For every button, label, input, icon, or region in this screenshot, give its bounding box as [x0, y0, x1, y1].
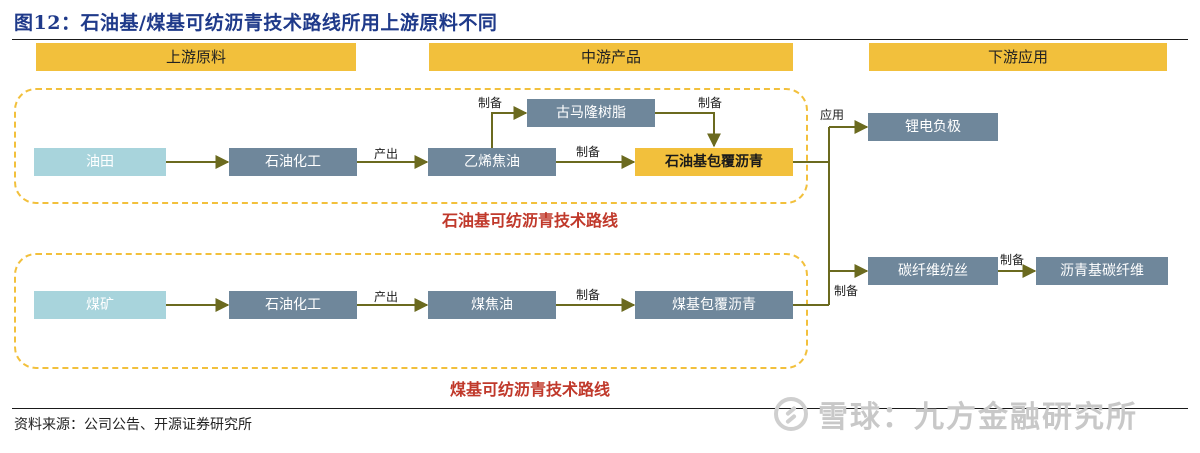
node-coal-tar: 煤焦油: [428, 291, 556, 319]
watermark: 雪球：九方金融研究所: [774, 392, 1138, 436]
node-petrochem-1: 石油化工: [229, 148, 357, 176]
header-upstream: 上游原料: [36, 43, 356, 71]
edge-coumarone-pitch: [655, 112, 721, 148]
label-prepare-2: 制备: [698, 96, 723, 110]
node-coal-coated-pitch: 煤基包覆沥青: [635, 291, 793, 319]
node-cf-spinning: 碳纤维纺丝: [868, 257, 998, 285]
edge-ethylene-coumarone: [491, 106, 528, 148]
label-prepare-5: 制备: [834, 284, 859, 298]
petroleum-route-frame: [14, 88, 808, 204]
route-label-coal: 煤基可纺沥青技术路线: [449, 380, 610, 399]
node-oilfield: 油田: [34, 148, 166, 176]
node-coal-mine: 煤矿: [34, 291, 166, 319]
label-apply: 应用: [820, 108, 845, 122]
label-produce-1: 产出: [374, 147, 399, 161]
label-prepare-4: 制备: [576, 288, 601, 302]
top-divider: [12, 39, 1188, 40]
snowball-logo-icon: [774, 397, 808, 431]
source-note: 资料来源：公司公告、开源证券研究所: [14, 417, 252, 433]
node-petrochem-2: 石油化工: [229, 291, 357, 319]
route-label-petroleum: 石油基可纺沥青技术路线: [441, 211, 618, 230]
node-coumarone-resin: 古马隆树脂: [527, 99, 655, 127]
label-prepare-3: 制备: [576, 145, 601, 159]
figure-title: 图12：石油基/煤基可纺沥青技术路线所用上游原料不同: [14, 12, 498, 34]
coal-route-frame: [14, 253, 808, 369]
node-petro-coated-pitch: 石油基包覆沥青: [635, 148, 793, 176]
label-prepare-6: 制备: [1000, 253, 1025, 267]
label-prepare-1: 制备: [478, 96, 503, 110]
node-pitch-carbon-fiber: 沥青基碳纤维: [1036, 257, 1168, 285]
header-downstream: 下游应用: [869, 43, 1167, 71]
node-li-anode: 锂电负极: [868, 113, 998, 141]
bottom-divider: [12, 408, 1188, 409]
label-produce-2: 产出: [374, 290, 399, 304]
header-midstream: 中游产品: [429, 43, 793, 71]
watermark-text: 雪球：九方金融研究所: [818, 400, 1138, 435]
node-ethylene-tar: 乙烯焦油: [428, 148, 556, 176]
